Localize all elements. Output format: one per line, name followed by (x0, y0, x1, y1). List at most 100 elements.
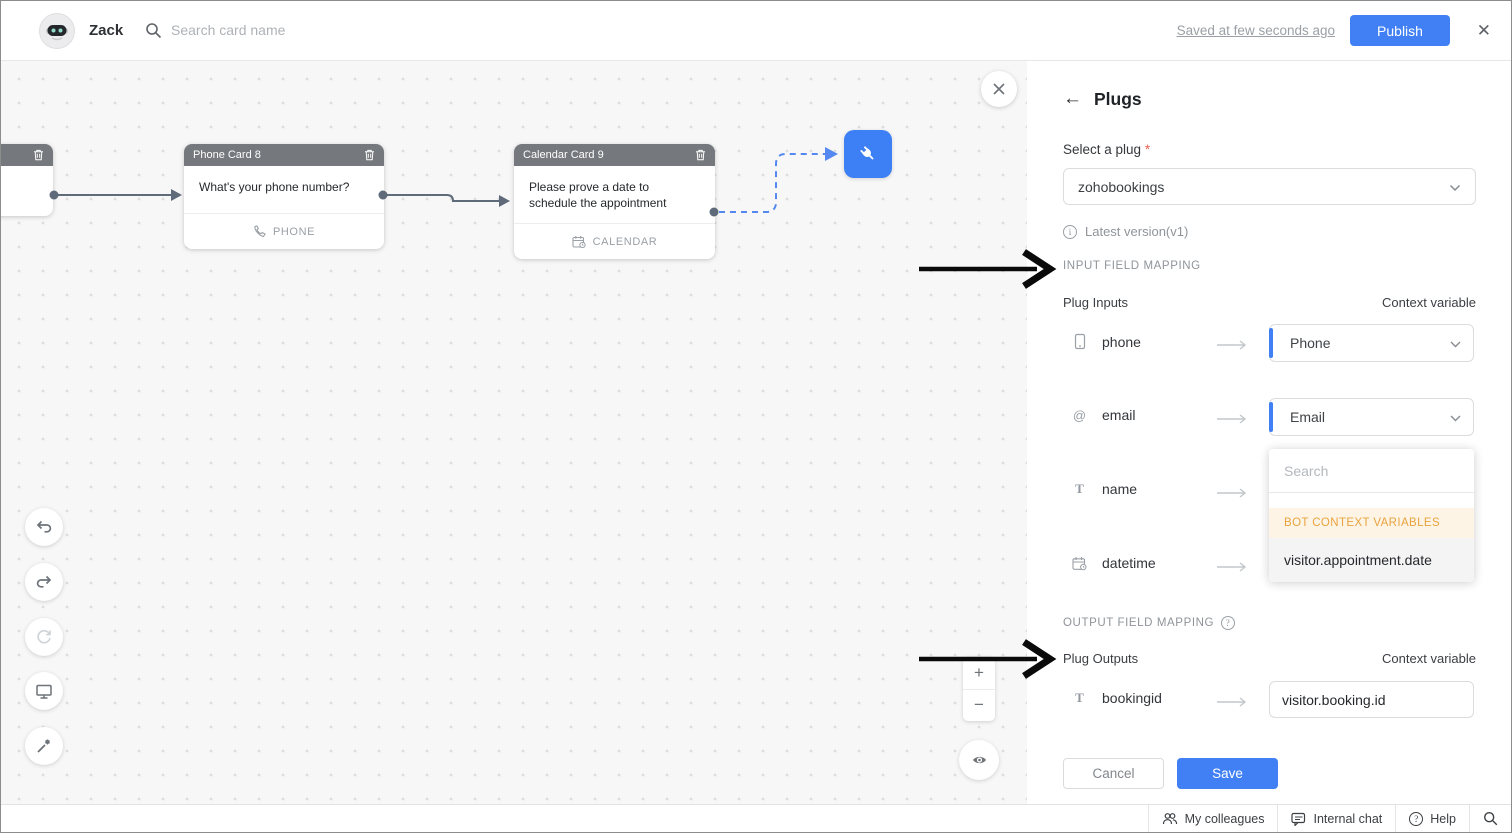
variable-option[interactable]: visitor.appointment.date (1269, 538, 1474, 582)
card-message: What's your phone number? (199, 180, 350, 194)
plug-card-node[interactable] (844, 130, 892, 178)
card-type-footer: PHONE (184, 213, 384, 249)
saved-status-link[interactable]: Saved at few seconds ago (1176, 23, 1335, 38)
mapping-arrow-icon (1216, 560, 1250, 578)
card-title: Phone Card 8 (193, 149, 261, 161)
help-button[interactable]: ? Help (1395, 805, 1469, 832)
trash-icon[interactable] (695, 149, 706, 161)
card-type-footer: CALENDAR (514, 223, 715, 259)
plug-inputs-column: Plug Inputs (1063, 295, 1129, 310)
zoom-in-button[interactable]: + (974, 662, 984, 682)
eye-icon (972, 756, 986, 764)
context-variable-input[interactable] (1269, 681, 1474, 718)
redo-icon (36, 575, 52, 588)
internal-chat-button[interactable]: Internal chat (1277, 805, 1395, 832)
calendar-icon (1071, 556, 1088, 571)
sync-icon (37, 629, 51, 644)
at-icon: @ (1072, 407, 1087, 423)
trash-icon[interactable] (33, 149, 44, 161)
statusbar-search-button[interactable] (1469, 805, 1511, 832)
input-mapping-section-title: INPUT FIELD MAPPING (1063, 260, 1201, 272)
flow-card-partial[interactable] (1, 144, 53, 216)
input-name: phone (1102, 333, 1141, 350)
info-icon: i (1063, 224, 1077, 239)
help-icon[interactable]: ? (1221, 616, 1236, 630)
robot-icon (46, 25, 68, 41)
phone-icon (254, 225, 266, 238)
card-type-label: CALENDAR (592, 235, 658, 248)
preview-screen-button[interactable] (25, 672, 63, 710)
context-variable-popup: BOT CONTEXT VARIABLES visitor.appointmen… (1269, 449, 1474, 582)
people-icon (1162, 813, 1177, 825)
output-row-bookingid: T bookingid (1071, 690, 1221, 706)
top-bar: Zack Saved at few seconds ago Publish ✕ (1, 1, 1511, 61)
wand-button[interactable] (25, 727, 63, 765)
mapping-arrow-icon (1216, 412, 1250, 430)
card-header: Calendar Card 9 (514, 144, 715, 166)
search-card-input[interactable] (171, 15, 431, 45)
flow-canvas[interactable]: Phone Card 8 What's your phone number? P… (1, 61, 1027, 806)
close-icon[interactable]: ✕ (1476, 21, 1491, 40)
context-select-email[interactable]: Email (1269, 398, 1474, 436)
sync-button[interactable] (25, 618, 63, 656)
status-bar: My colleagues Internal chat ? Help (1, 804, 1511, 832)
flow-card-calendar[interactable]: Calendar Card 9 Please prove a date to s… (514, 144, 715, 259)
search-icon (145, 22, 162, 44)
panel-header: ← Plugs (1063, 88, 1142, 110)
chat-icon (1291, 812, 1306, 826)
variable-group-label: BOT CONTEXT VARIABLES (1269, 508, 1474, 538)
context-select-phone[interactable]: Phone (1269, 324, 1474, 362)
publish-button[interactable]: Publish (1350, 15, 1450, 46)
card-body (1, 166, 53, 216)
card-header: Phone Card 8 (184, 144, 384, 166)
card-title: Calendar Card 9 (523, 149, 604, 161)
mapping-arrow-icon (1216, 486, 1250, 504)
card-message: Please prove a date to schedule the appo… (529, 180, 667, 211)
plug-select-value: zohobookings (1078, 178, 1165, 195)
mapping-arrow-icon (1216, 695, 1250, 713)
mapping-arrow-icon (1216, 338, 1250, 356)
back-arrow-icon[interactable]: ← (1063, 88, 1082, 109)
redo-button[interactable] (25, 563, 63, 601)
bot-name: Zack (89, 22, 124, 39)
monitor-icon (36, 684, 52, 699)
undo-icon (36, 520, 52, 533)
cancel-button[interactable]: Cancel (1063, 758, 1164, 789)
panel-title: Plugs (1094, 88, 1142, 109)
popup-spacer (1269, 493, 1474, 508)
select-plug-label: Select a plug * (1063, 142, 1151, 157)
text-type-icon: T (1075, 481, 1084, 496)
input-row-phone: phone (1071, 333, 1221, 350)
search-icon (1483, 811, 1498, 826)
input-row-datetime: datetime (1071, 555, 1221, 571)
close-icon (993, 83, 1005, 95)
chevron-down-icon (1449, 179, 1461, 195)
context-select-value: Email (1290, 409, 1326, 425)
input-name: name (1102, 481, 1138, 497)
zoom-control: + − (963, 657, 995, 721)
chevron-down-icon (1450, 335, 1461, 351)
card-header (1, 144, 53, 166)
input-name: datetime (1102, 555, 1156, 571)
plug-outputs-column: Plug Outputs (1063, 651, 1139, 666)
card-type-label: PHONE (272, 225, 316, 238)
output-mapping-section-title: OUTPUT FIELD MAPPING ? (1063, 616, 1236, 630)
help-icon: ? (1409, 811, 1424, 826)
variable-search-input[interactable] (1269, 449, 1474, 493)
bot-avatar[interactable] (39, 13, 75, 49)
preview-bot-button[interactable] (959, 740, 999, 780)
save-button[interactable]: Save (1177, 758, 1278, 789)
my-colleagues-button[interactable]: My colleagues (1147, 805, 1278, 832)
trash-icon[interactable] (364, 149, 375, 161)
chevron-down-icon (1450, 409, 1461, 425)
plugs-panel: ← Plugs Select a plug * zohobookings i L… (1027, 61, 1511, 806)
plug-select[interactable]: zohobookings (1063, 168, 1476, 205)
panel-close-button[interactable] (981, 71, 1017, 107)
input-row-email: @ email (1071, 407, 1221, 423)
version-note: i Latest version(v1) (1063, 224, 1188, 239)
zoom-out-button[interactable]: − (974, 695, 984, 715)
flow-card-phone[interactable]: Phone Card 8 What's your phone number? P… (184, 144, 384, 249)
text-type-icon: T (1075, 690, 1084, 705)
undo-button[interactable] (25, 508, 63, 546)
context-variable-column: Context variable (1382, 295, 1476, 310)
